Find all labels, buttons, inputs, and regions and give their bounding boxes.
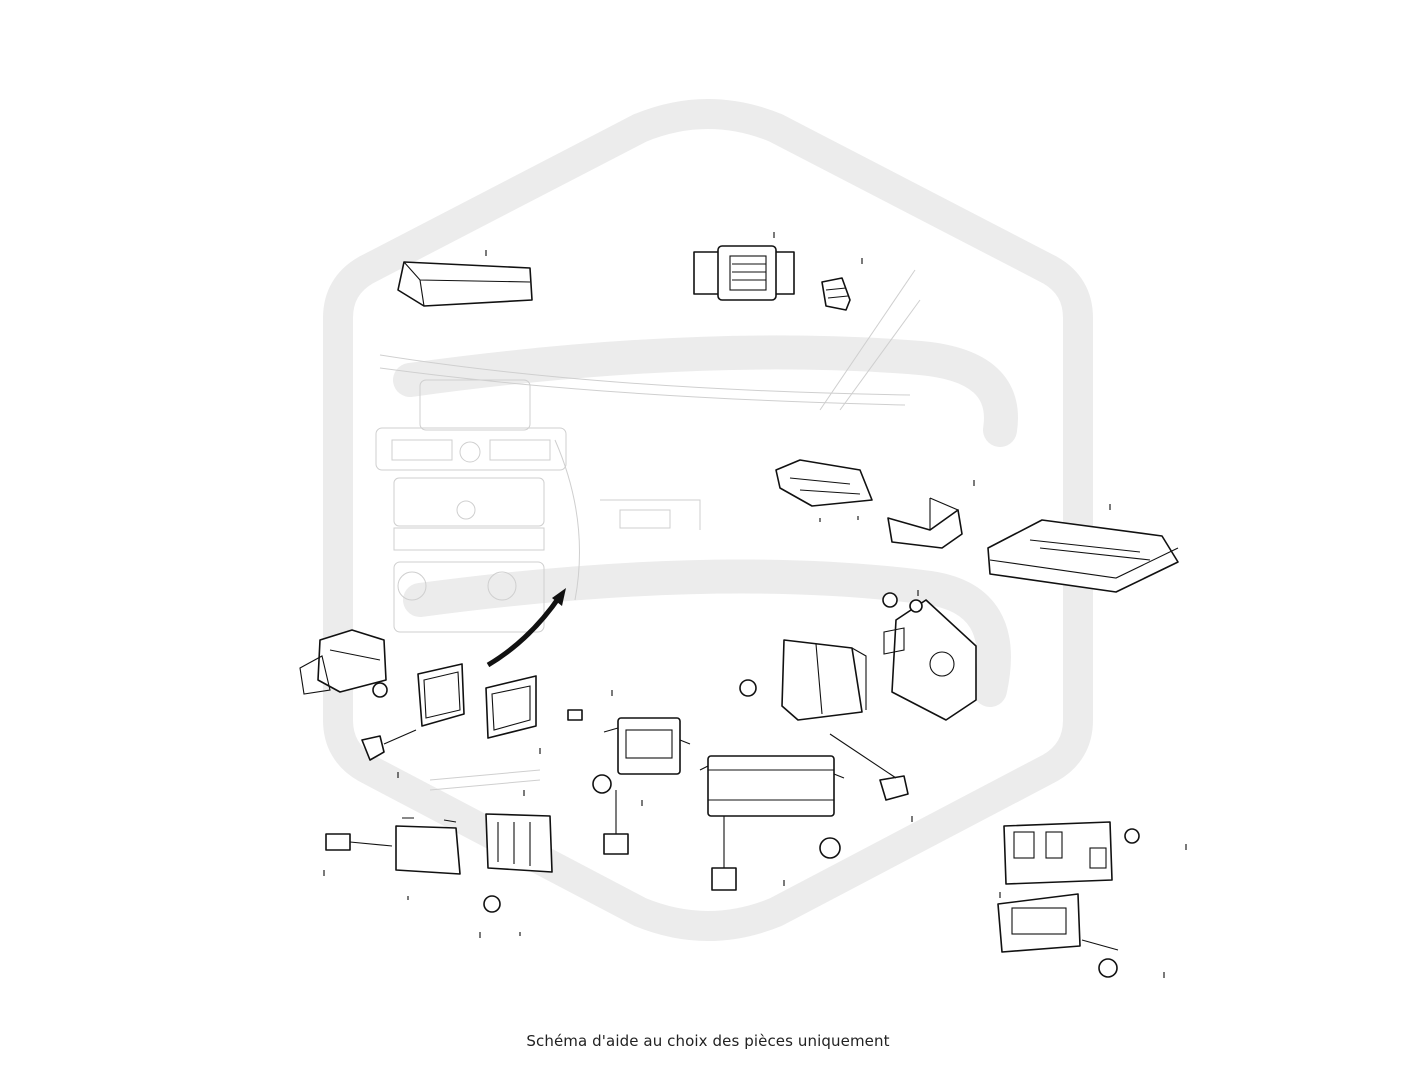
reference-ticks: [323, 232, 1187, 978]
nut-icon-4: [819, 837, 841, 859]
module-bottom-left: [395, 817, 461, 875]
relay-left: [299, 629, 387, 695]
dashboard-outline: [375, 269, 921, 791]
direction-arrow: [486, 594, 563, 668]
callout-tags: [325, 729, 1119, 951]
fuse-box: [485, 813, 553, 873]
module-long: [699, 755, 845, 817]
module-top-center: [693, 245, 795, 301]
watermark-stripes: [393, 335, 1018, 707]
bracket-center: [775, 459, 873, 507]
display-panel-b: [485, 675, 537, 739]
nut-icon: [592, 774, 612, 794]
module-large-right: [987, 519, 1179, 593]
bolt-icon: [372, 682, 388, 698]
bracket-right: [883, 599, 977, 721]
watermark-logo: [323, 99, 1093, 941]
module-top-left: [397, 261, 533, 307]
module-center-right: [781, 639, 867, 721]
bracket-folded: [887, 497, 963, 549]
bolt-icon-2: [739, 679, 757, 697]
nut-icon-6: [1098, 958, 1118, 978]
bolt-icon-3: [483, 895, 501, 913]
caption: Schéma d'aide au choix des pièces unique…: [526, 1032, 890, 1050]
connector-clip: [821, 277, 851, 311]
nut-icon-5: [1124, 828, 1140, 844]
display-panel-a: [417, 663, 465, 727]
module-bottom-right: [997, 821, 1113, 953]
module-small-center: [603, 717, 691, 775]
nut-icon-2: [882, 592, 898, 608]
nut-icon-3: [909, 599, 923, 613]
small-clip: [567, 709, 583, 721]
arrow-head: [552, 588, 566, 606]
